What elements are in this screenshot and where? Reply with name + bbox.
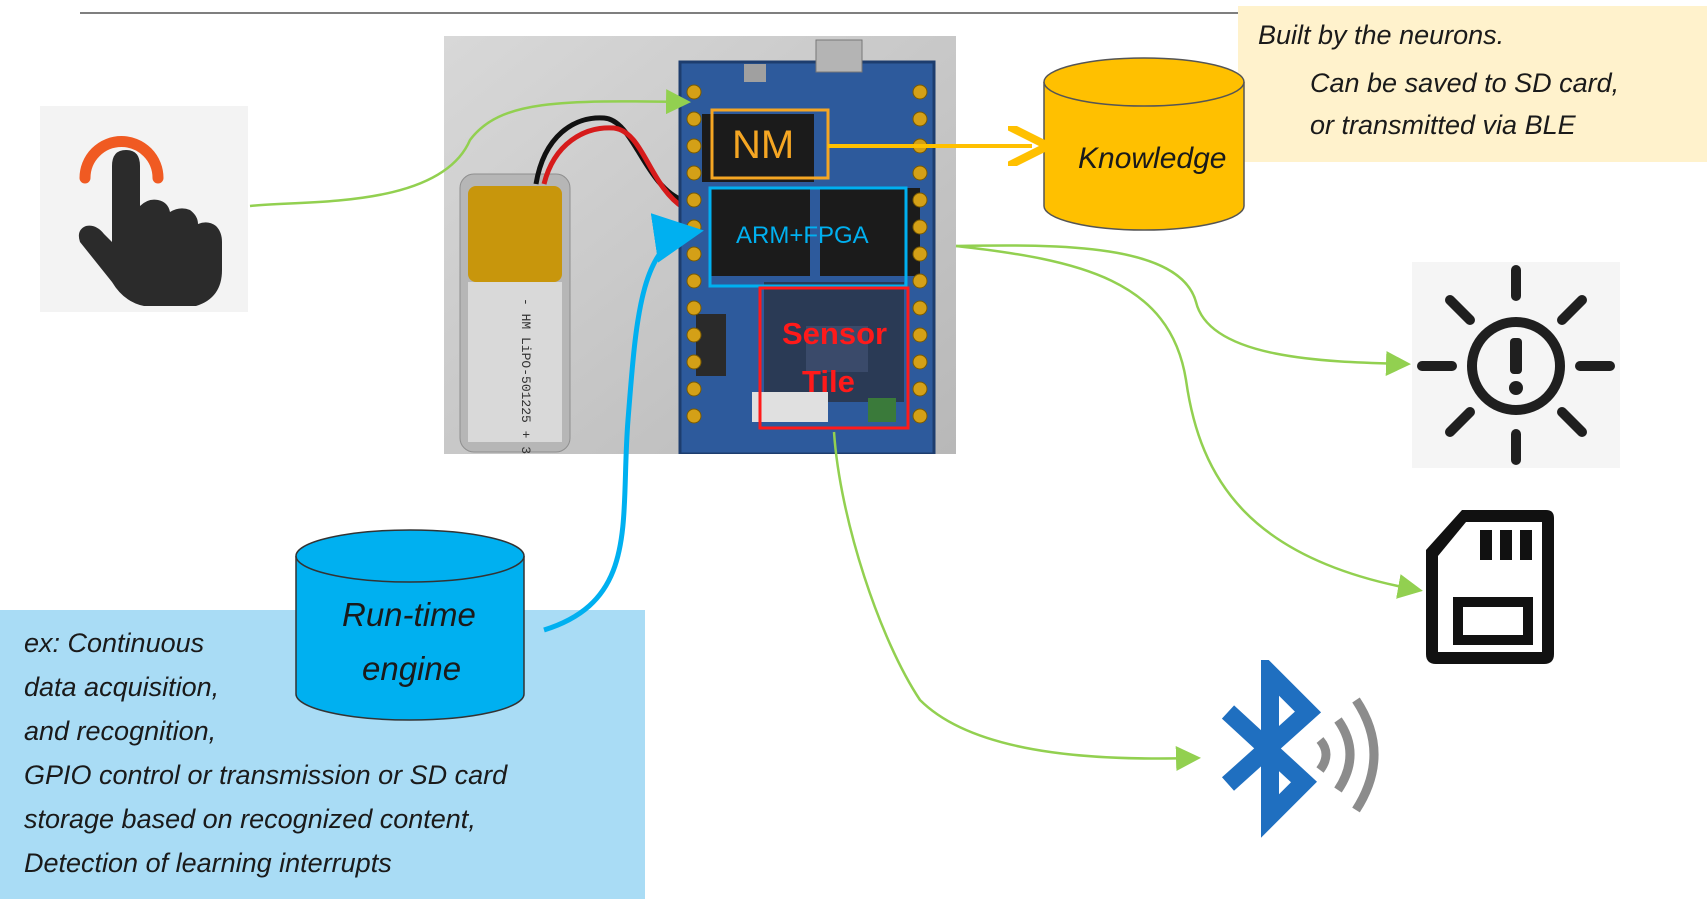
sensor-tile-label: Tile: [802, 364, 855, 399]
runtime-engine-label: engine: [362, 650, 462, 687]
pcb-pin: [686, 354, 702, 370]
pcb-pin: [912, 111, 928, 127]
runtime-note-line: ex: Continuous: [24, 628, 205, 658]
board-to-sd-connector: [955, 244, 1423, 599]
knowledge-label: Knowledge: [1078, 142, 1227, 175]
sensor-tile-label: Sensor: [782, 316, 888, 351]
pcb-pin: [686, 219, 702, 235]
pcb-pin: [912, 165, 928, 181]
knowledge-note-line: or transmitted via BLE: [1310, 110, 1576, 140]
pcb-pin: [912, 408, 928, 424]
nm-label: NM: [732, 123, 795, 167]
bluetooth-icon: [1221, 660, 1379, 838]
pcb-pin: [912, 246, 928, 262]
pcb-pin: [912, 219, 928, 235]
sd-card-icon: [1426, 510, 1554, 664]
pcb-pin: [686, 381, 702, 397]
pcb-pin: [912, 381, 928, 397]
pcb-pin: [686, 300, 702, 316]
battery: - HM LiPO-501225 + 3.7V 100mAh @ 37Wh: [459, 173, 571, 454]
pcb-pin: [912, 84, 928, 100]
pcb-pin: [686, 408, 702, 424]
pcb-pins-right: [912, 84, 928, 424]
board-photo: - HM LiPO-501225 + 3.7V 100mAh @ 37Wh: [444, 36, 956, 454]
runtime-engine-label: Run-time: [342, 596, 476, 633]
knowledge-note-box: [1238, 6, 1707, 162]
runtime-note-line: GPIO control or transmission or SD card: [24, 760, 508, 790]
pcb-pin: [686, 327, 702, 343]
runtime-note-line: storage based on recognized content,: [24, 804, 476, 834]
pcb-pin: [686, 84, 702, 100]
pcb-pin: [686, 111, 702, 127]
pcb-pin: [686, 246, 702, 262]
pcb-pin: [912, 192, 928, 208]
pcb-pin: [686, 273, 702, 289]
touch-gesture-icon: [40, 106, 248, 312]
knowledge-note-line: Built by the neurons.: [1258, 20, 1505, 50]
pcb-pin: [912, 354, 928, 370]
pcb-pin: [686, 165, 702, 181]
pcb-pin: [686, 138, 702, 154]
arm-fpga-label: ARM+FPGA: [736, 222, 869, 249]
pcb-pin: [912, 327, 928, 343]
sensor-to-bluetooth-connector: [832, 431, 1201, 772]
light-bulb-alert-icon: [1412, 262, 1620, 468]
pcb-pin: [912, 273, 928, 289]
runtime-note-line: data acquisition,: [24, 672, 220, 702]
board-to-light-connector: [955, 244, 1411, 376]
runtime-note-line: Detection of learning interrupts: [24, 848, 392, 878]
battery-label: - HM LiPO-501225 + 3.7V 100mAh @ 37Wh: [518, 298, 533, 454]
pcb-pin: [912, 300, 928, 316]
pcb-pin: [686, 192, 702, 208]
runtime-note-line: and recognition,: [24, 716, 217, 746]
knowledge-note-line: Can be saved to SD card,: [1310, 68, 1620, 98]
pcb-pin: [912, 138, 928, 154]
top-divider: [80, 12, 1646, 14]
